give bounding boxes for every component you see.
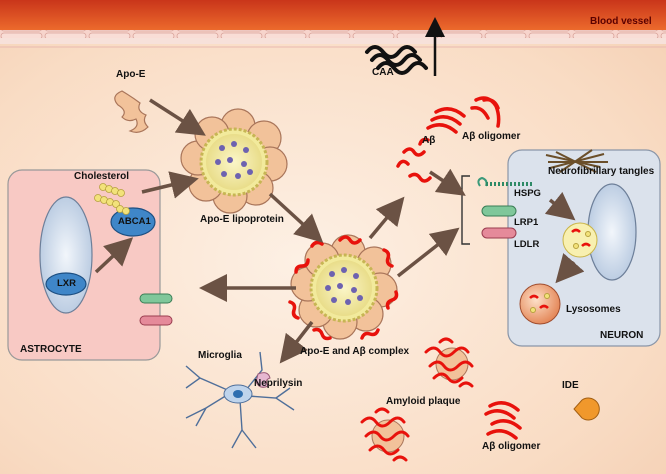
ldlr-receptor	[481, 227, 517, 239]
amyloid-plaque-1	[424, 337, 474, 388]
ide-label: IDE	[562, 380, 579, 391]
caa-label: CAA	[372, 67, 394, 78]
neuron-label: NEURON	[600, 330, 644, 341]
hspg-receptor	[477, 176, 534, 187]
blood-vessel-label: Blood vessel	[590, 16, 652, 27]
apo-e-protein	[114, 90, 149, 133]
lrp1-receptor	[481, 205, 517, 217]
endosome-vesicle	[562, 222, 598, 258]
ldlr-label: LDLR	[514, 239, 540, 250]
blood-vessel	[0, 0, 666, 30]
abeta-oligomer-bottom-label: Aβ oligomer	[482, 441, 541, 452]
microglia-cell	[185, 351, 295, 449]
abeta-oligomer-bottom	[484, 401, 522, 440]
amyloid-plaque-label: Amyloid plaque	[386, 396, 461, 407]
microglia-label: Microglia	[198, 350, 242, 361]
neurofibrillary-tangles-icon	[545, 149, 608, 173]
abeta-label: Aβ	[422, 135, 436, 146]
ide-enzyme	[573, 397, 600, 421]
astrocyte-receptor-green	[139, 293, 173, 304]
lysosomes-label: Lysosomes	[566, 304, 621, 315]
abca1-badge	[110, 207, 156, 237]
neurofibrillary-tangles-label: Neurofibrillary tangles	[548, 166, 655, 177]
abeta-oligomer-top	[426, 96, 501, 134]
vessel-endothelium	[0, 30, 666, 38]
apo-e-label: Apo-E	[116, 69, 146, 80]
cholesterol-molecules	[94, 183, 130, 215]
caa-icon	[365, 45, 428, 75]
apoe-abeta-complex	[288, 234, 399, 341]
amyloid-plaque-2	[360, 407, 410, 462]
abeta-oligomer-top-label: Aβ oligomer	[462, 131, 521, 142]
lysosome	[519, 283, 561, 325]
apoe-abeta-complex-label: Apo-E and Aβ complex	[300, 346, 410, 357]
receptor-bracket	[461, 175, 470, 245]
astrocyte-label: ASTROCYTE	[20, 344, 82, 355]
abeta-peptides	[396, 137, 432, 183]
abca1-label: ABCA1	[118, 216, 151, 227]
astrocyte-receptor-pink	[139, 315, 173, 326]
cholesterol-label: Cholesterol	[74, 171, 130, 182]
apoe-lipoprotein-label: Apo-E lipoprotein	[200, 214, 284, 225]
lxr-label: LXR	[57, 278, 76, 289]
apoe-lipoprotein-particle	[180, 108, 288, 214]
neprilysin-label: Neprilysin	[254, 378, 303, 389]
lxr-badge	[45, 272, 87, 296]
pathway-arrows	[94, 98, 585, 364]
neprilysin-enzyme	[255, 372, 271, 388]
hspg-label: HSPG	[514, 188, 541, 199]
lrp1-label: LRP1	[514, 217, 539, 228]
